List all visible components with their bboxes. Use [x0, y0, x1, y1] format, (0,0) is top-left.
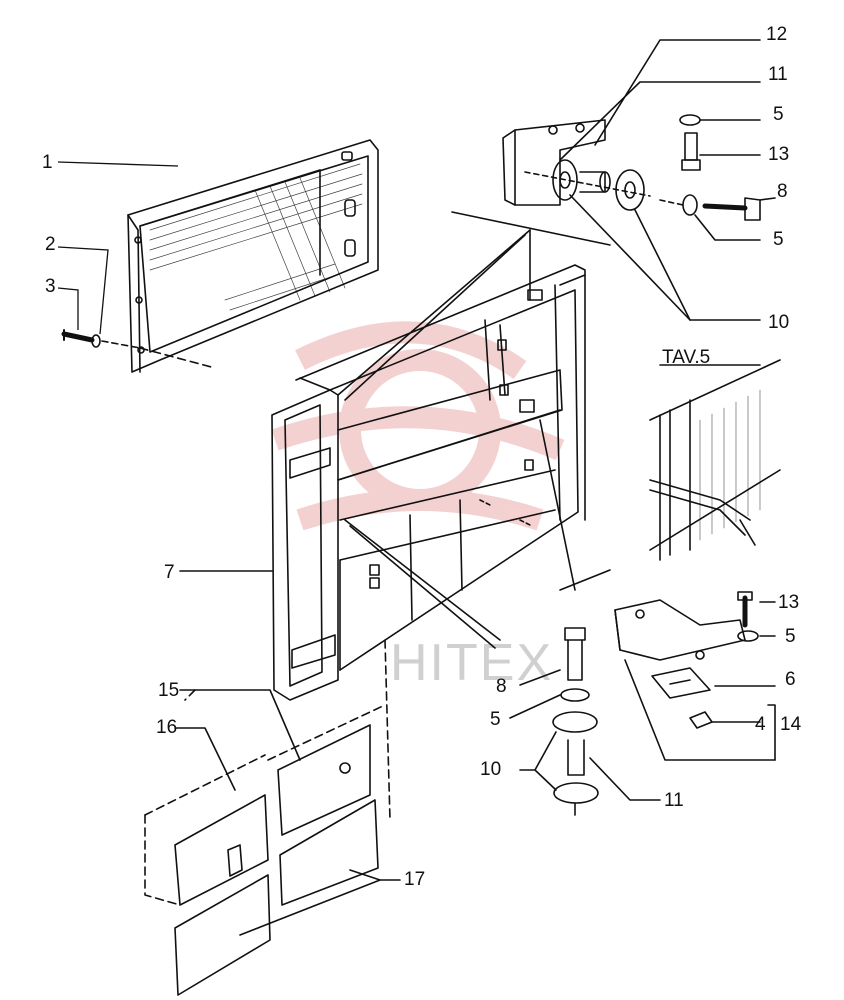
label-8-bottom: 8 — [496, 676, 507, 697]
top-leaders — [559, 39, 776, 321]
label-7: 7 — [164, 562, 175, 583]
label-6: 6 — [785, 669, 796, 690]
label-8-top: 8 — [777, 181, 788, 202]
lower-mount-assembly — [509, 627, 661, 816]
radiator-housing — [271, 264, 586, 701]
rubber-pads — [144, 639, 401, 996]
label-5-mid: 5 — [773, 229, 784, 250]
label-tav5: TAV.5 — [662, 347, 710, 368]
label-11-top: 11 — [768, 64, 788, 85]
label-13-bottom: 13 — [778, 592, 799, 613]
label-13-top: 13 — [768, 144, 789, 165]
label-4: 4 — [755, 714, 766, 735]
watermark-text: HITEX — [390, 634, 553, 692]
lower-bracket-assembly — [614, 591, 776, 761]
radiator-core-inset — [649, 359, 781, 561]
callout-labels: 1 2 3 7 12 11 5 13 8 5 10 TAV.5 13 5 6 4… — [42, 24, 802, 890]
connection-lines — [337, 211, 611, 649]
label-2: 2 — [45, 234, 56, 255]
screw-and-washer — [61, 329, 141, 349]
label-5-right: 5 — [785, 626, 796, 647]
label-3: 3 — [45, 276, 56, 297]
label-12: 12 — [766, 24, 787, 45]
label-14: 14 — [780, 714, 802, 735]
grille-frame — [127, 139, 379, 373]
label-10-bottom: 10 — [480, 759, 501, 780]
label-17: 17 — [404, 869, 425, 890]
label-15: 15 — [158, 680, 179, 701]
top-bracket-assembly — [502, 114, 761, 221]
label-10-top: 10 — [768, 312, 789, 333]
label-16: 16 — [156, 717, 177, 738]
label-1: 1 — [42, 152, 53, 173]
label-5-bottom: 5 — [490, 709, 501, 730]
label-5-top: 5 — [773, 104, 784, 125]
watermark-logo — [271, 321, 565, 531]
label-11-bottom: 11 — [664, 790, 684, 811]
